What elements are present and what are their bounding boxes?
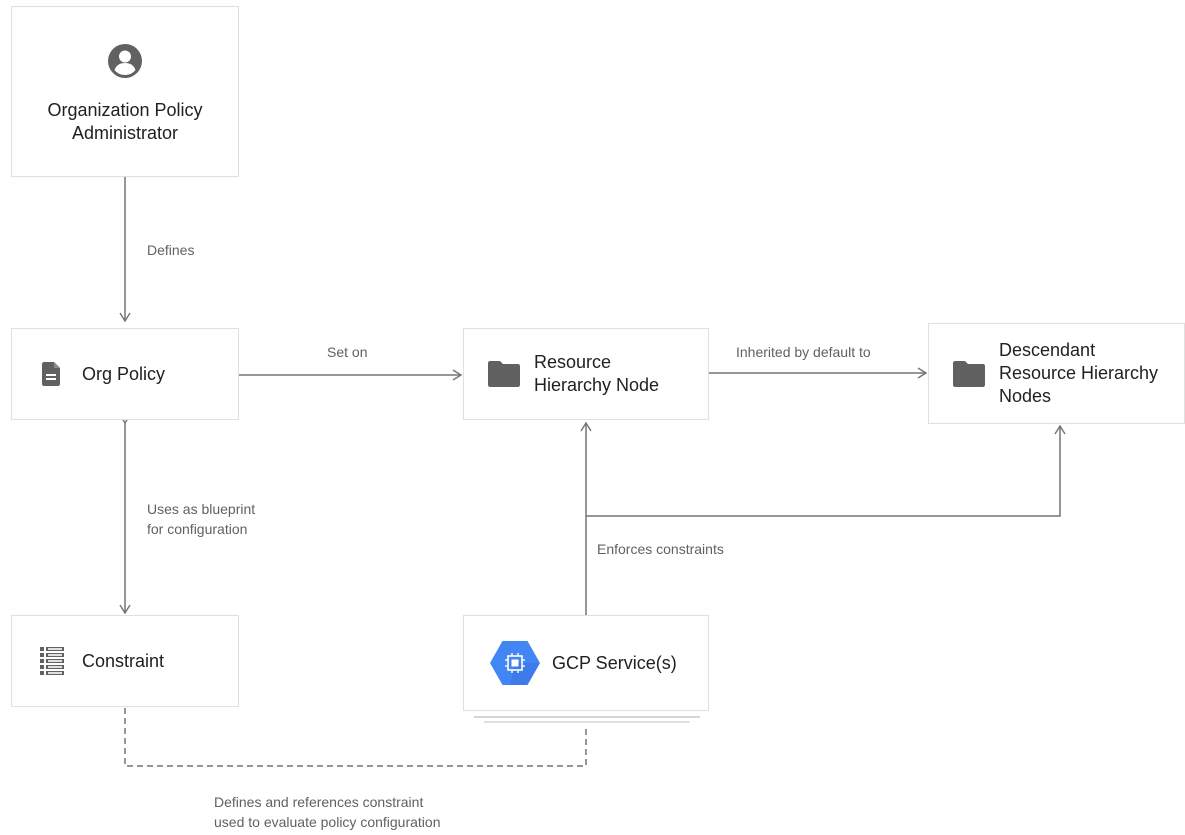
node-constraint-label: Constraint	[82, 650, 165, 671]
edge-label-references: Defines and references constraint used t…	[214, 792, 440, 832]
edge-enforces-to-descendant	[586, 424, 1066, 517]
edge-label-uses-blueprint: Uses as blueprint for configuration	[147, 499, 255, 539]
list-icon	[40, 647, 64, 675]
node-gcp-service: GCP Service(s)	[463, 615, 709, 711]
node-admin: Organization Policy Administrator	[11, 6, 239, 177]
node-descendant: Descendant Resource Hierarchy Nodes	[928, 323, 1185, 424]
edge-label-uses-line2: for configuration	[147, 521, 248, 537]
node-gcp-service-label: GCP Service(s)	[552, 652, 677, 673]
node-resource-label-line1: Resource	[534, 352, 612, 372]
gcp-hexagon-chip-icon	[490, 641, 540, 685]
edge-label-references-line2: used to evaluate policy configuration	[214, 814, 441, 830]
node-resource-hierarchy: Resource Hierarchy Node	[463, 328, 709, 420]
edge-label-defines: Defines	[147, 242, 195, 258]
node-org-policy-label: Org Policy	[82, 363, 166, 384]
edge-label-enforces: Enforces constraints	[597, 541, 724, 557]
edge-label-references-line1: Defines and references constraint	[214, 794, 424, 810]
node-resource-label-line2: Hierarchy Node	[534, 375, 660, 395]
edge-label-inherited: Inherited by default to	[736, 344, 871, 360]
account-circle-icon	[107, 43, 143, 79]
node-org-policy: Org Policy	[11, 328, 239, 420]
document-icon	[42, 362, 60, 386]
node-constraint: Constraint	[11, 615, 239, 707]
node-admin-label-line2: Administrator	[71, 123, 178, 143]
edge-label-uses-line1: Uses as blueprint	[147, 501, 256, 517]
folder-icon	[488, 361, 520, 387]
node-descendant-label-line3: Nodes	[999, 386, 1052, 406]
node-descendant-label-line1: Descendant	[999, 340, 1096, 360]
edge-label-set-on: Set on	[327, 344, 368, 360]
node-admin-label-line1: Organization Policy	[47, 100, 203, 120]
node-descendant-label-line2: Resource Hierarchy	[999, 363, 1159, 383]
folder-icon	[953, 360, 985, 387]
